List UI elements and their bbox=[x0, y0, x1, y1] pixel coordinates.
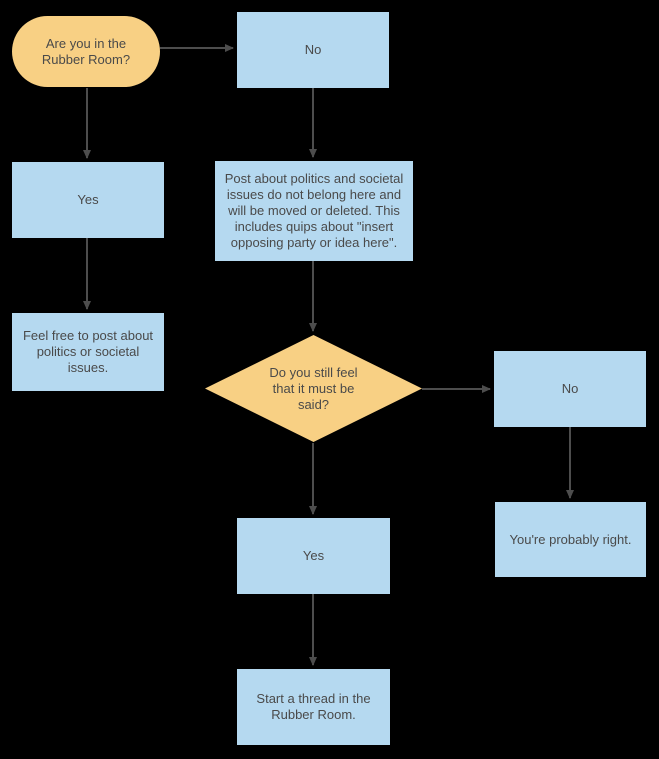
node-feel-free: Feel free to post about politics or soci… bbox=[12, 313, 164, 391]
decision-diamond-shape bbox=[205, 335, 422, 442]
node-yes-bottom: Yes bbox=[237, 518, 390, 594]
node-probably-right: You're probably right. bbox=[495, 502, 646, 577]
node-no-top: No bbox=[237, 12, 389, 88]
node-start-thread: Start a thread in the Rubber Room. bbox=[237, 669, 390, 745]
node-no-right: No bbox=[494, 351, 646, 427]
node-yes-left: Yes bbox=[12, 162, 164, 238]
node-start-terminator: Are you in the Rubber Room? bbox=[12, 16, 160, 87]
node-decision-label: Do you still feel that it must be said? bbox=[269, 365, 358, 412]
node-policy-statement: Post about politics and societal issues … bbox=[215, 161, 413, 261]
